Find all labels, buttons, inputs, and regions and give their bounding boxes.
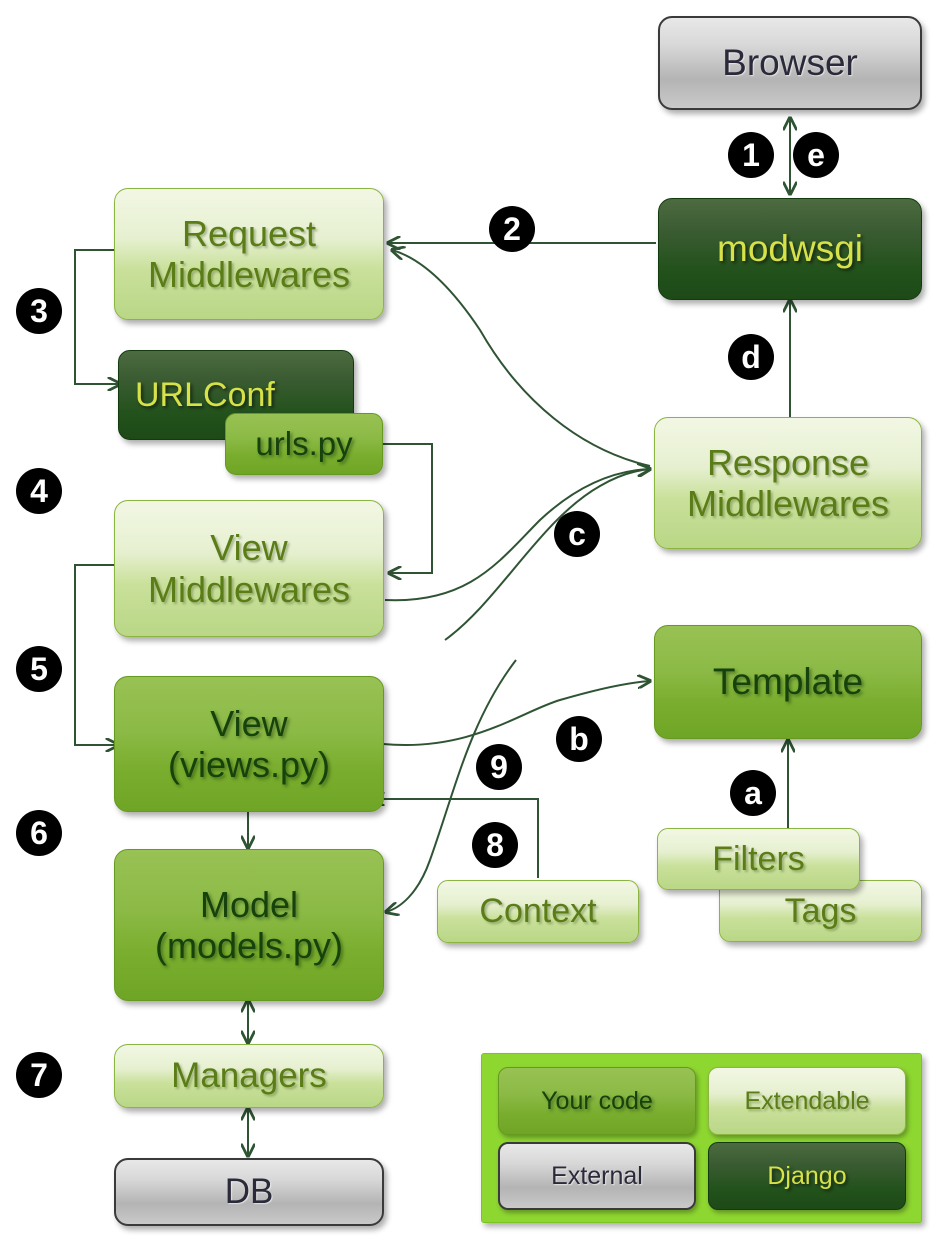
node-view-label-line2: (views.py) (167, 744, 331, 785)
marker-3-label: 3 (30, 293, 48, 329)
marker-8: 8 (472, 822, 518, 868)
legend-extendable-label: Extendable (744, 1086, 870, 1115)
marker-c: c (554, 511, 600, 557)
node-filters[interactable]: Filters (657, 828, 860, 890)
marker-1: 1 (728, 132, 774, 178)
node-view-middlewares[interactable]: View Middlewares (114, 500, 384, 637)
node-model-label-line1: Model (199, 883, 299, 925)
marker-d-label: d (741, 339, 761, 375)
node-view-middlewares-label-line2: Middlewares (147, 568, 351, 610)
marker-a: a (730, 770, 776, 816)
marker-2: 2 (489, 206, 535, 252)
marker-a-label: a (744, 775, 762, 811)
node-response-middlewares-label-line2: Middlewares (686, 483, 890, 524)
marker-9-label: 9 (490, 749, 508, 785)
node-urlconf-label: URLConf (135, 375, 275, 414)
node-tags-label: Tags (784, 891, 857, 930)
marker-3: 3 (16, 288, 62, 334)
node-model[interactable]: Model (models.py) (114, 849, 384, 1001)
marker-6-label: 6 (30, 815, 48, 851)
node-response-middlewares[interactable]: Response Middlewares (654, 417, 922, 549)
marker-7: 7 (16, 1052, 62, 1098)
node-context[interactable]: Context (437, 880, 639, 943)
legend-item-django[interactable]: Django (708, 1142, 906, 1210)
node-tags[interactable]: Tags (719, 880, 922, 942)
marker-b-label: b (569, 721, 589, 757)
marker-4: 4 (16, 468, 62, 514)
node-filters-label: Filters (712, 839, 805, 878)
marker-9: 9 (476, 744, 522, 790)
marker-5: 5 (16, 646, 62, 692)
legend-django-label: Django (767, 1161, 847, 1190)
node-managers-label: Managers (171, 1056, 327, 1096)
marker-b: b (556, 716, 602, 762)
node-request-middlewares-label-line1: Request (181, 212, 317, 254)
marker-d: d (728, 334, 774, 380)
marker-7-label: 7 (30, 1057, 48, 1093)
legend-panel: Your code Extendable External Django (481, 1053, 922, 1223)
node-urls-py[interactable]: urls.py (225, 413, 383, 475)
node-db[interactable]: DB (114, 1158, 384, 1226)
marker-8-label: 8 (486, 827, 504, 863)
marker-e-label: e (807, 137, 825, 173)
node-view-label-line1: View (210, 702, 288, 744)
node-modwsgi-label: modwsgi (717, 227, 863, 269)
node-db-label: DB (224, 1172, 274, 1212)
node-model-label-line2: (models.py) (154, 925, 344, 966)
node-urls-py-label: urls.py (255, 425, 353, 463)
legend-item-external[interactable]: External (498, 1142, 696, 1210)
legend-your-code-label: Your code (541, 1086, 653, 1115)
legend-external-label: External (551, 1161, 643, 1190)
node-request-middlewares[interactable]: Request Middlewares (114, 188, 384, 320)
marker-2-label: 2 (503, 211, 521, 247)
legend-item-extendable[interactable]: Extendable (708, 1067, 906, 1135)
node-template[interactable]: Template (654, 625, 922, 739)
node-response-middlewares-label-line1: Response (706, 441, 870, 483)
marker-6: 6 (16, 810, 62, 856)
node-browser[interactable]: Browser (658, 16, 922, 110)
marker-e: e (793, 132, 839, 178)
node-view-middlewares-label-line1: View (210, 527, 288, 569)
marker-4-label: 4 (30, 473, 48, 509)
node-browser-label: Browser (722, 41, 858, 83)
marker-c-label: c (568, 516, 586, 552)
node-managers[interactable]: Managers (114, 1044, 384, 1108)
marker-5-label: 5 (30, 651, 48, 687)
node-context-label: Context (479, 892, 597, 931)
marker-1-label: 1 (742, 137, 760, 173)
node-view[interactable]: View (views.py) (114, 676, 384, 812)
node-modwsgi[interactable]: modwsgi (658, 198, 922, 300)
legend-item-your-code[interactable]: Your code (498, 1067, 696, 1135)
node-request-middlewares-label-line2: Middlewares (147, 254, 351, 295)
node-template-label: Template (712, 660, 864, 702)
